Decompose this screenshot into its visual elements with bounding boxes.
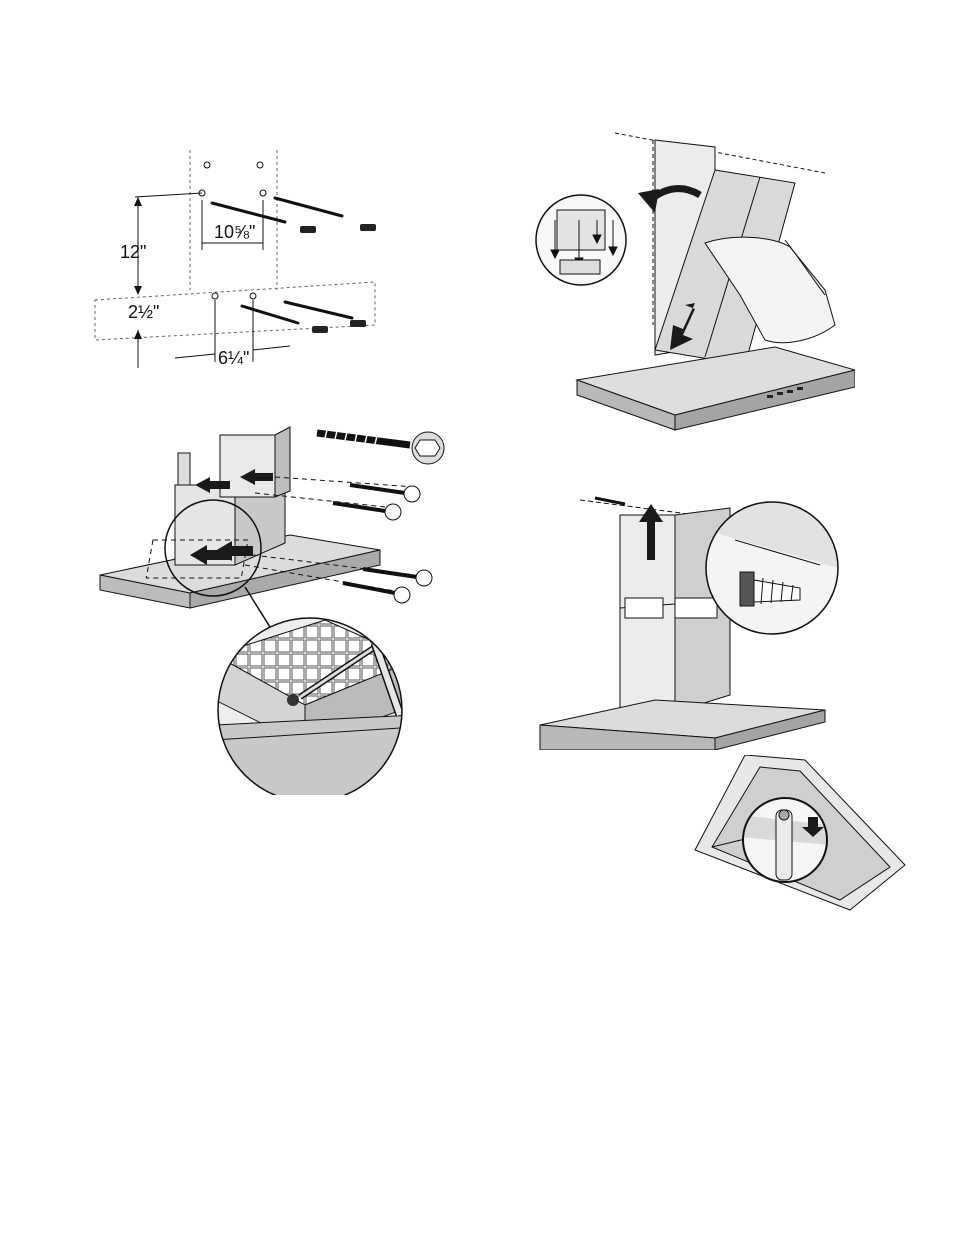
dim-line-6-1-4 <box>175 354 215 358</box>
screw-icon <box>287 694 299 706</box>
dim-label-6-1-4: 6¼" <box>218 348 249 368</box>
dim-label-2half: 2½" <box>128 302 159 322</box>
chimney-upper-side <box>275 427 290 497</box>
mounting-bracket <box>178 453 190 485</box>
figure-chimney-screws <box>95 415 455 795</box>
hole <box>204 162 210 168</box>
label-sticker <box>625 598 663 618</box>
drill-bits <box>212 198 352 323</box>
chimney-screw-diagram <box>95 415 455 795</box>
hole <box>212 293 218 299</box>
figure-wall-dimensions: 12" 2½" 10⅝" 6¼" <box>90 140 390 370</box>
dim-label-12: 12" <box>120 242 146 262</box>
hole <box>250 293 256 299</box>
dim-arrowhead <box>134 286 142 295</box>
label-sticker <box>675 598 717 618</box>
dim-arrowhead <box>134 330 142 339</box>
screw-icon <box>300 224 376 333</box>
hole <box>257 162 263 168</box>
screw-icon <box>317 430 444 464</box>
upper-bracket <box>595 498 625 504</box>
figure-install-cover <box>535 125 855 435</box>
install-cover-diagram <box>535 125 855 435</box>
chimney-fasten-diagram <box>535 490 845 750</box>
dim-line-top <box>135 193 202 197</box>
filter-latch-diagram <box>690 755 910 915</box>
figure-filter-latch <box>690 755 910 915</box>
wall-dimension-diagram: 12" 2½" 10⅝" 6¼" <box>90 140 390 370</box>
dim-arrowhead <box>134 197 142 206</box>
zoom-detail-wrench <box>215 615 415 795</box>
dim-label-10-5-8: 10⅝" <box>214 222 255 242</box>
dim-line-6-1-4 <box>253 346 290 350</box>
figure-chimney-fasten <box>535 490 845 750</box>
hole <box>260 190 266 196</box>
ceiling-line <box>615 133 825 173</box>
